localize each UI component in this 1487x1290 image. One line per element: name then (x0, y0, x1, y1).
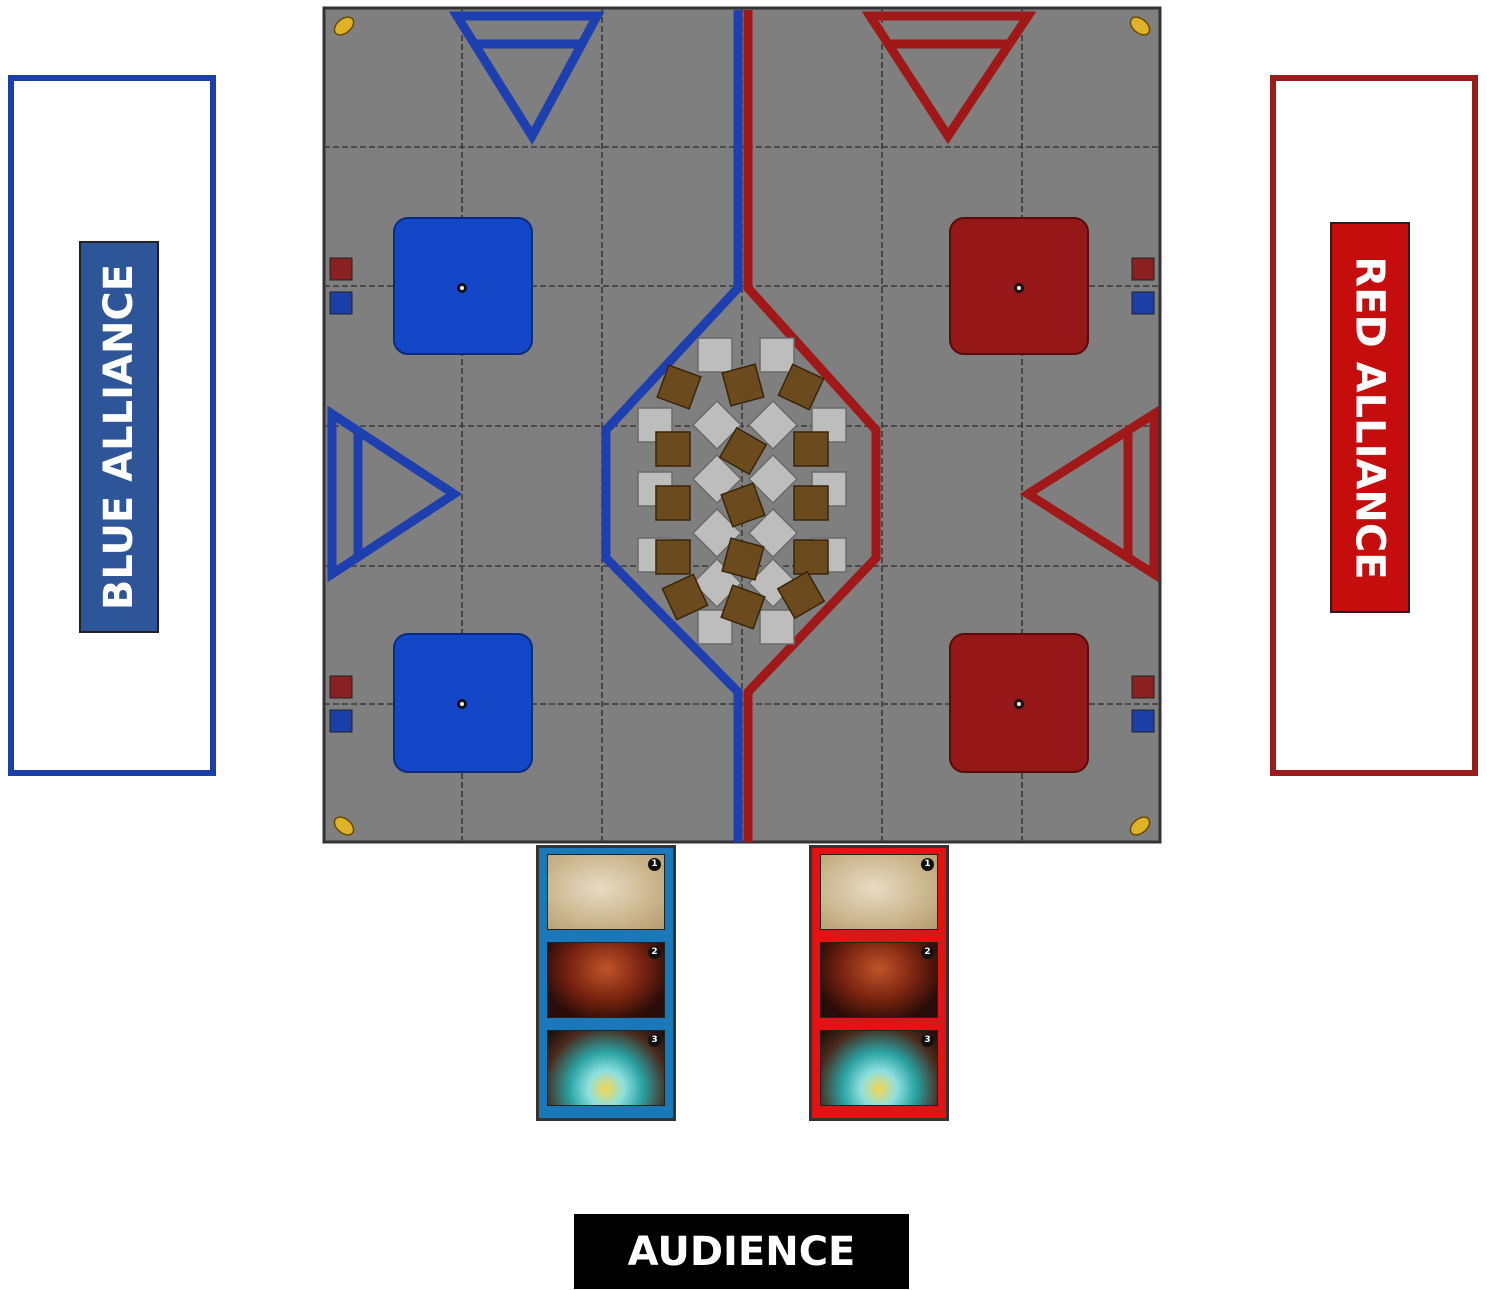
blue-card-gate: 2 (547, 942, 665, 1018)
game-field (322, 6, 1162, 846)
red-lander-bottom (950, 634, 1088, 772)
red-alliance-text: RED ALLIANCE (1347, 256, 1393, 579)
red-alliance-label: RED ALLIANCE (1330, 222, 1410, 613)
red-card-number: 1 (921, 858, 934, 871)
red-randomization-panel: 1 2 3 (809, 845, 949, 1121)
red-lander-top (950, 218, 1088, 354)
blue-lander-bottom (394, 634, 532, 772)
red-card-gate: 2 (820, 942, 938, 1018)
red-card-number: 3 (921, 1034, 934, 1047)
red-card-map: 1 (820, 854, 938, 930)
blue-randomization-panel: 1 2 3 (536, 845, 676, 1121)
blue-card-map: 1 (547, 854, 665, 930)
blue-card-number: 1 (648, 858, 661, 871)
red-card-number: 2 (921, 946, 934, 959)
blue-alliance-text: BLUE ALLIANCE (96, 264, 142, 610)
blue-lander-top (394, 218, 532, 354)
red-card-pit: 3 (820, 1030, 938, 1106)
blue-card-number: 2 (648, 946, 661, 959)
blue-card-number: 3 (648, 1034, 661, 1047)
blue-card-pit: 3 (547, 1030, 665, 1106)
blue-alliance-label: BLUE ALLIANCE (79, 241, 159, 633)
audience-label: AUDIENCE (574, 1214, 909, 1289)
